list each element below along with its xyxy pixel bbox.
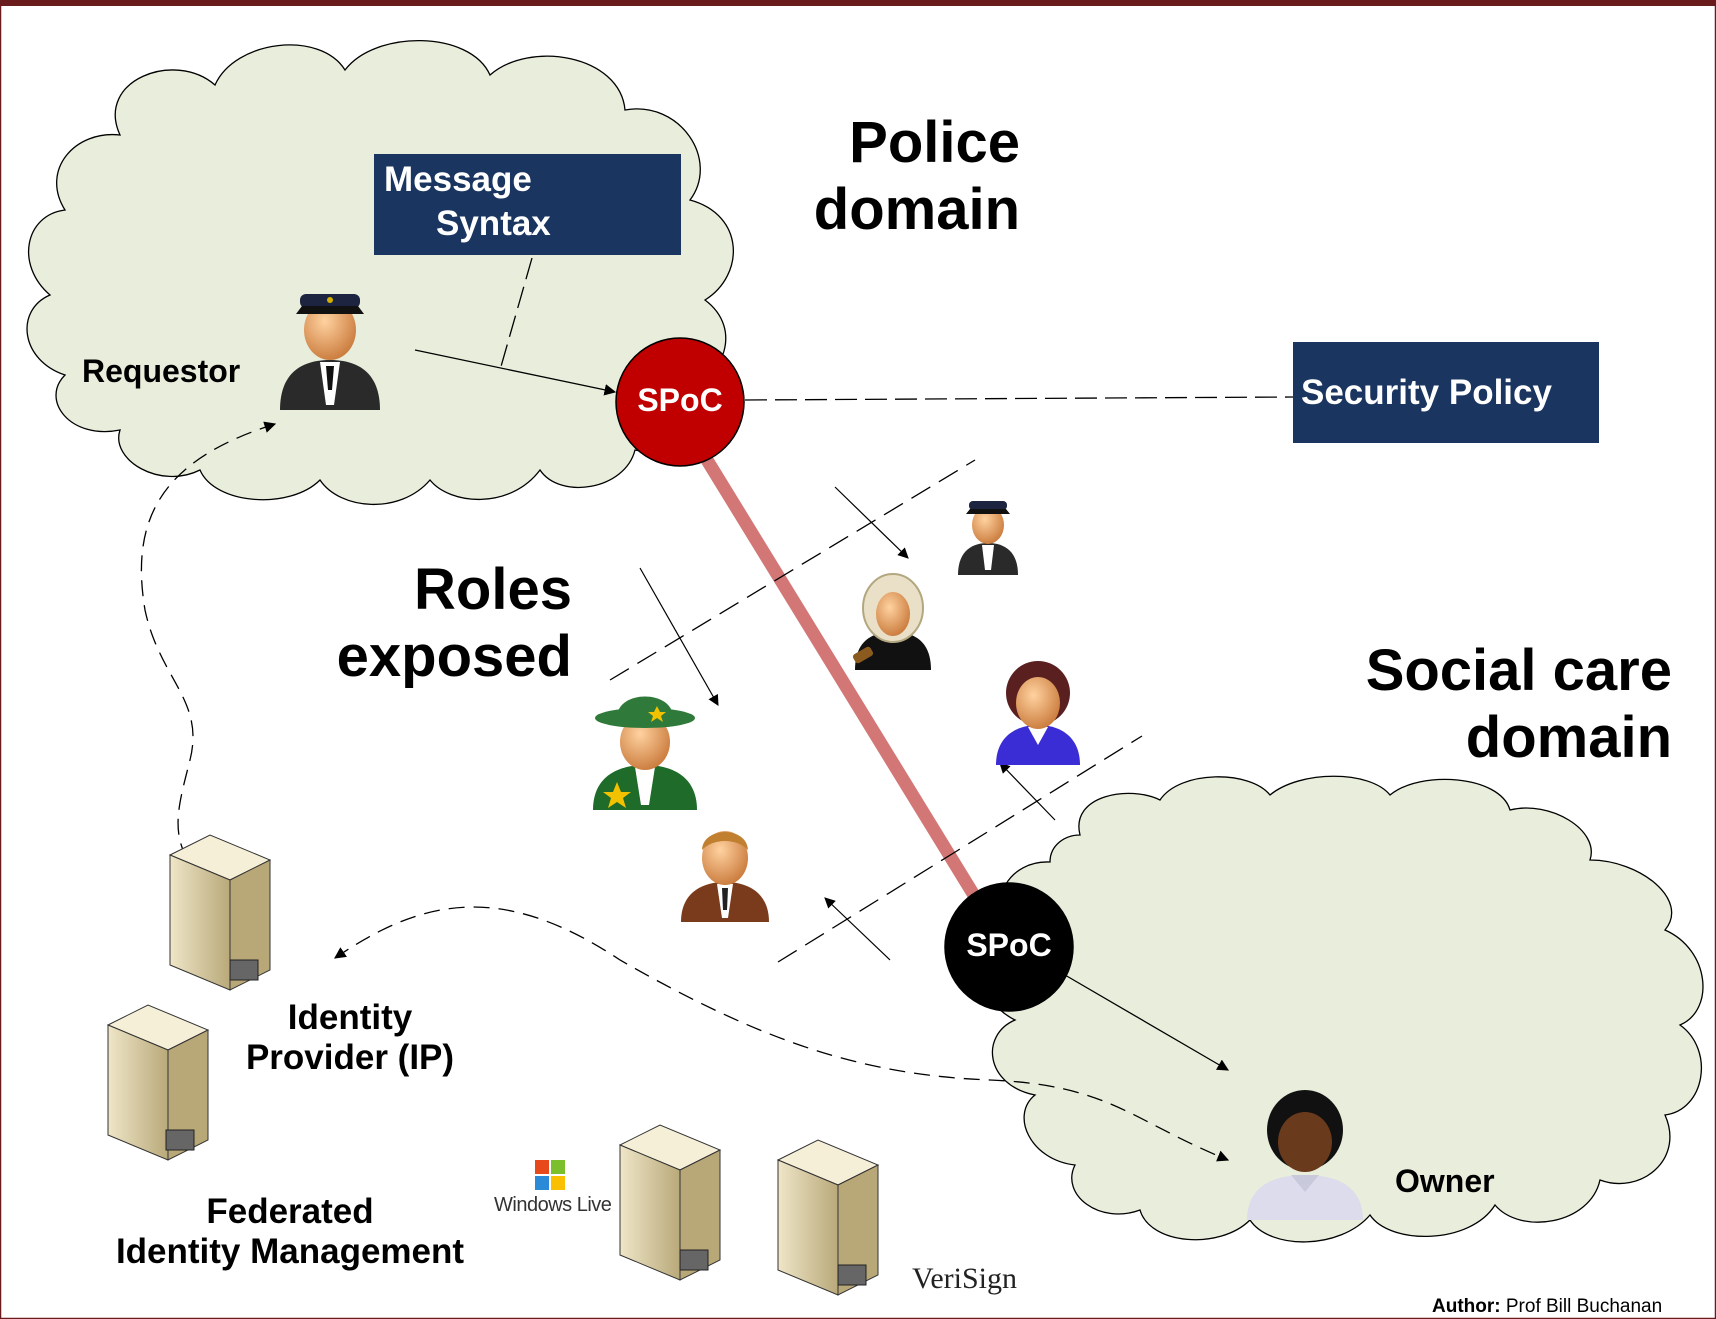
spoc-social-label: SPoC <box>966 927 1052 963</box>
role-arrow-3 <box>999 762 1056 821</box>
roles-exposed-title: Roles exposed <box>300 557 572 690</box>
caseworker-role-icon <box>996 661 1080 765</box>
request-arrow <box>414 349 617 396</box>
requestor-person-icon <box>280 294 380 410</box>
role-arrow-4 <box>824 897 891 961</box>
social-domain-title: Social care domain <box>1300 638 1672 771</box>
verisign-server-icon <box>776 1139 880 1296</box>
spoc-social-node[interactable] <box>944 882 1074 1012</box>
police-domain-title: Police domain <box>760 110 1020 243</box>
owner-person-icon <box>1247 1090 1363 1220</box>
officer-role-icon <box>958 501 1018 575</box>
spoc-police-node[interactable] <box>615 337 745 467</box>
requestor-label: Requestor <box>82 353 241 389</box>
identity-server-icon-1 <box>168 834 272 991</box>
message-syntax-box: Message Syntax <box>374 154 681 255</box>
security-policy-box: Security Policy <box>1293 342 1599 443</box>
windows-live-logo: Windows Live <box>494 1194 612 1216</box>
syntax-connector <box>499 257 533 371</box>
roles-exposed-line2: exposed <box>336 623 572 689</box>
spoc-link <box>701 456 986 909</box>
identity-server-icon-2 <box>106 1004 210 1161</box>
social-domain-line2: domain <box>1465 704 1672 770</box>
roles-exposed-line1: Roles <box>414 557 572 622</box>
verisign-logo: VeriSign <box>912 1262 1017 1295</box>
identity-provider-line1: Identity <box>287 998 413 1037</box>
police-domain-line1: Police <box>849 110 1020 175</box>
roles-band-upper <box>609 459 976 681</box>
identity-provider-line2: Provider (IP) <box>245 1038 455 1078</box>
federated-identity-label: Federated Identity Management <box>80 1192 500 1273</box>
author-prefix: Author: <box>1432 1296 1501 1317</box>
spoc-police-label: SPoC <box>637 382 723 418</box>
federated-line2: Identity Management <box>115 1232 465 1272</box>
message-syntax-line2: Syntax <box>436 204 551 243</box>
message-syntax-line1: Message <box>384 160 532 199</box>
judge-role-icon <box>852 573 931 670</box>
role-arrow-2 <box>834 486 909 559</box>
author-name: Prof Bill Buchanan <box>1505 1296 1663 1317</box>
top-frame-bar <box>0 0 1716 6</box>
role-arrow-1 <box>639 567 719 706</box>
identity-provider-label: Identity Provider (IP) <box>225 998 475 1079</box>
sheriff-role-icon <box>593 696 697 810</box>
police-domain-line2: domain <box>813 176 1020 242</box>
windows-live-server-icon <box>618 1124 722 1281</box>
employee-role-icon <box>681 831 769 922</box>
identity-path-requestor <box>140 421 277 862</box>
policy-connector <box>744 396 1294 401</box>
author-credit: Author: Prof Bill Buchanan <box>1432 1296 1662 1318</box>
social-domain-line1: Social care <box>1365 638 1672 703</box>
owner-label: Owner <box>1395 1163 1495 1199</box>
social-domain-cloud <box>981 775 1704 1243</box>
identity-path-owner <box>334 906 1230 1162</box>
roles-band-lower <box>777 735 1143 963</box>
federated-line1: Federated <box>206 1192 374 1231</box>
windows-flag-icon <box>535 1160 565 1190</box>
